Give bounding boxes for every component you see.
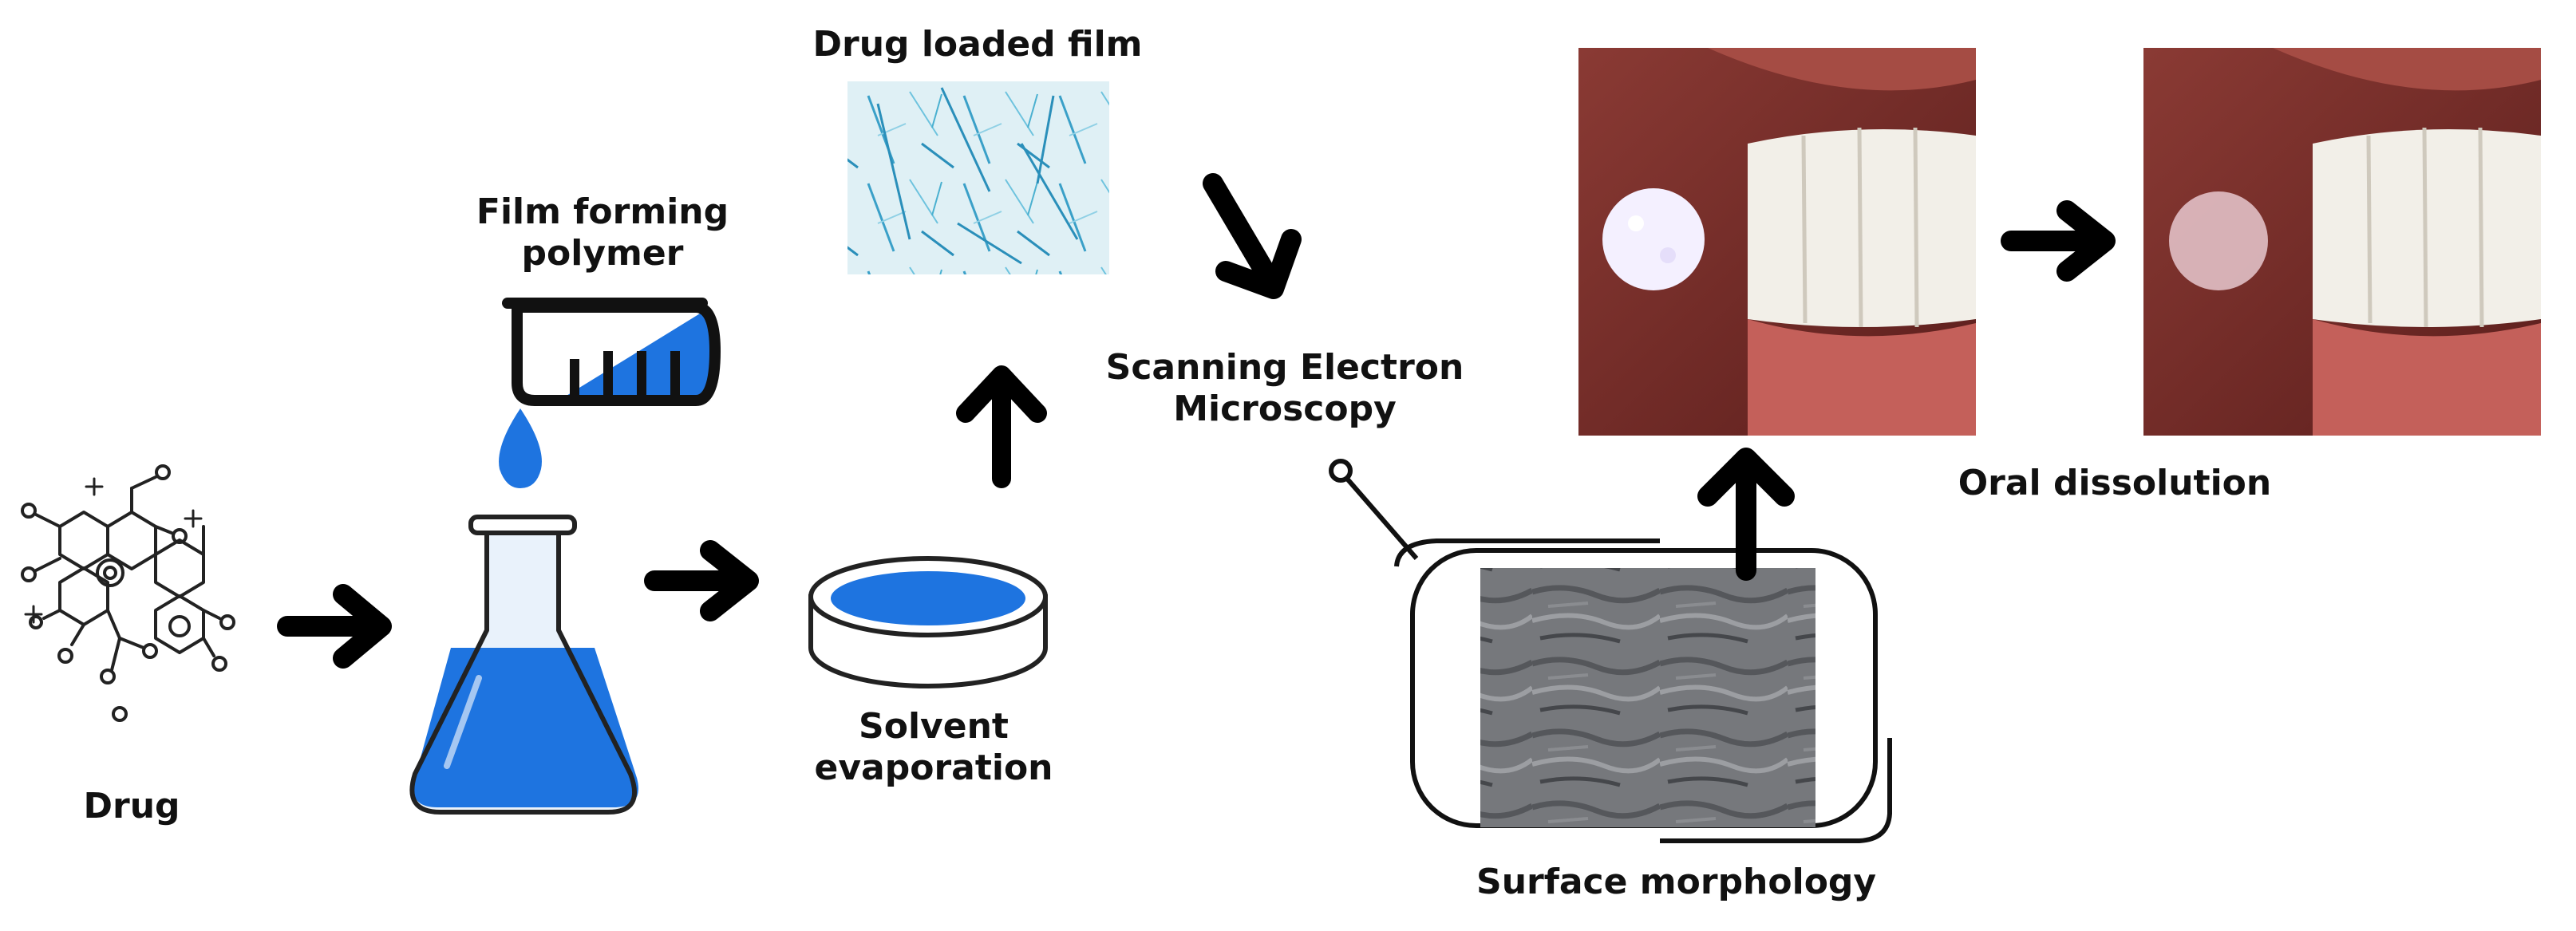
flask-icon	[409, 515, 638, 815]
label-film: Drug loaded film	[812, 24, 1143, 65]
petri-dish-icon	[808, 556, 1048, 688]
drug-molecule-icon	[21, 464, 235, 722]
label-polymer-line2: polymer	[521, 232, 684, 274]
mouth-film-image	[1578, 48, 1976, 436]
label-oral: Oral dissolution	[1958, 463, 2272, 503]
arrow-flask-to-dish	[644, 540, 759, 621]
magnifier-icon	[1329, 459, 1419, 560]
arrow-sem-to-mouth	[1697, 448, 1795, 581]
label-polymer: Film forming polymer	[459, 191, 746, 274]
label-polymer-line1: Film forming	[476, 191, 729, 232]
film-image	[847, 81, 1109, 274]
label-solvent-line2: evaporation	[814, 747, 1053, 788]
sem-surface-image	[1480, 568, 1815, 827]
arrow-dish-to-film	[956, 365, 1047, 488]
label-sem: Scanning Electron Microscopy	[1101, 347, 1468, 430]
droplet-icon	[499, 408, 542, 488]
label-sem-line2: Microscopy	[1173, 388, 1397, 429]
mouth-dissolved-image	[2143, 48, 2541, 436]
label-surface: Surface morphology	[1476, 862, 1877, 902]
test-tube-icon	[502, 298, 721, 406]
arrow-film-to-sem	[1203, 173, 1302, 299]
label-solvent: Solvent evaporation	[798, 706, 1069, 789]
label-solvent-line1: Solvent	[859, 706, 1009, 747]
arrow-drug-to-flask	[277, 584, 392, 669]
label-drug: Drug	[83, 786, 180, 826]
label-sem-line1: Scanning Electron	[1105, 347, 1464, 388]
arrow-oral-dissolution	[2001, 200, 2116, 282]
